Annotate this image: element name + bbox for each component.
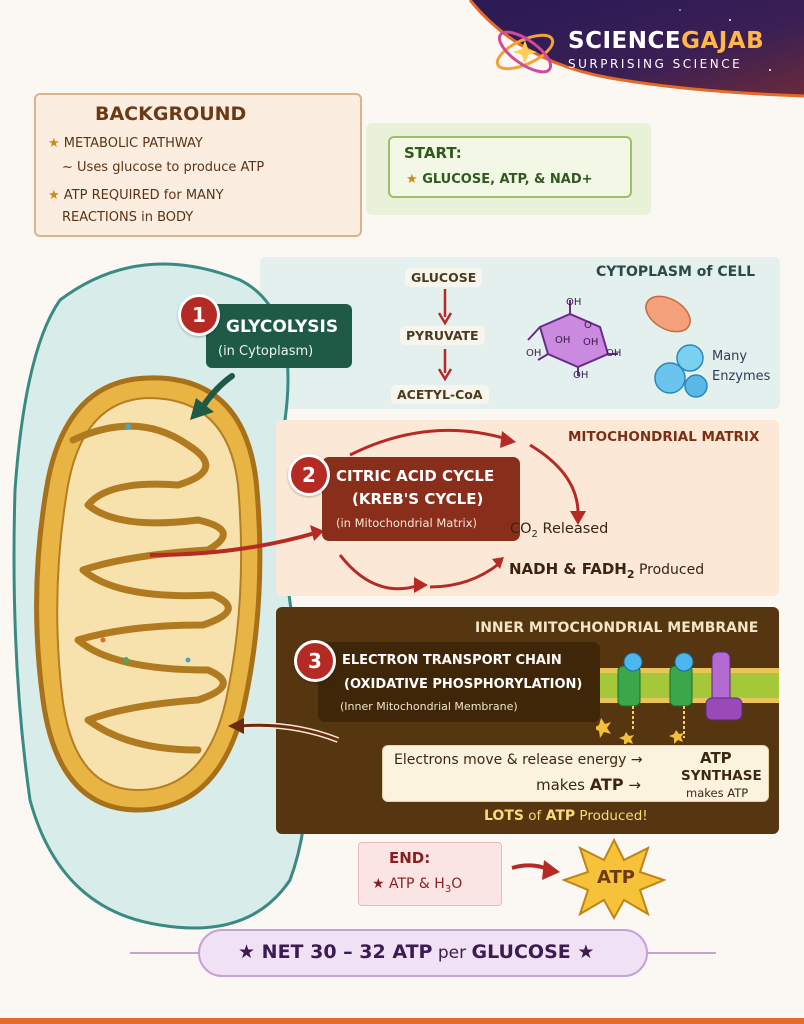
- inner-membrane-title: INNER MITOCHONDRIAL MEMBRANE: [475, 620, 759, 636]
- cytoplasm-title: CYTOPLASM of CELL: [596, 264, 756, 280]
- atp-synthase-label-3: makes ATP: [686, 786, 749, 800]
- logo-banner: [468, 0, 804, 98]
- end-box: [358, 842, 502, 906]
- flow-glucose: GLUCOSE: [405, 268, 483, 287]
- start-title: START:: [404, 144, 462, 162]
- banner-divider-left: [130, 952, 200, 954]
- arrow-to-membrane-icon: [228, 718, 340, 743]
- star-icon: ★: [48, 188, 60, 203]
- oh-label: OH: [566, 297, 582, 308]
- krebs-title-2: (KREB'S CYCLE): [352, 490, 484, 508]
- star-icon: ★: [48, 136, 60, 151]
- bottom-bar: [0, 1018, 804, 1024]
- brand-name: SCIENCEGAJAB: [568, 28, 765, 54]
- glucose-molecule-icon: [527, 300, 618, 376]
- glycolysis-box: [206, 304, 352, 368]
- enzyme-oval-icon: [645, 295, 691, 333]
- arrow-to-atp-icon: [511, 860, 560, 880]
- flow-arrows-icon: [437, 289, 453, 382]
- banner-divider-right: [646, 952, 716, 954]
- brand-tagline: SURPRISING SCIENCE: [568, 57, 743, 71]
- background-item-2: ★ ATP REQUIRED for MANY: [48, 188, 224, 203]
- atp-synthase-label: ATP: [700, 749, 732, 767]
- electron-line-1: Electrons move & release energy →: [394, 752, 643, 768]
- glycolysis-subtitle: (in Cytoplasm): [218, 344, 314, 359]
- etc-title: ELECTRON TRANSPORT CHAIN: [342, 653, 562, 668]
- krebs-cycle-arrows: [149, 428, 586, 593]
- background-panel: [34, 93, 362, 237]
- atp-star-icon: [562, 838, 666, 920]
- oh-label: OH: [573, 370, 589, 381]
- end-value: ★ ATP & H3O: [372, 876, 463, 895]
- krebs-subtitle: (in Mitochondrial Matrix): [336, 516, 478, 530]
- step-2-badge: 2: [288, 454, 330, 496]
- step-1-badge: 1: [178, 294, 220, 336]
- start-value: ★ GLUCOSE, ATP, & NAD+: [406, 172, 593, 187]
- mitochondrion: [34, 375, 263, 813]
- krebs-cycle-box: [322, 457, 520, 541]
- oh-label: OH: [606, 348, 622, 359]
- oh-label: OH: [526, 348, 542, 359]
- background-item-1: ★ METABOLIC PATHWAY: [48, 136, 203, 151]
- nadh-produced: NADH & FADH2 Produced: [509, 560, 705, 581]
- atp-star-label: ATP: [597, 867, 636, 888]
- star-icon: ★: [406, 172, 418, 187]
- oh-label: OH: [555, 335, 571, 346]
- arrow-to-mitochondrion-icon: [190, 373, 235, 420]
- matrix-title: MITOCHONDRIAL MATRIX: [568, 429, 760, 445]
- o-label: O: [584, 320, 592, 331]
- atp-synthase-label-2: SYNTHASE: [681, 768, 762, 784]
- background-item-2-cont: REACTIONS in BODY: [62, 210, 194, 225]
- star-icon: ★: [238, 941, 256, 963]
- step-3-badge: 3: [294, 640, 336, 682]
- lots-of-atp: LOTS of ATP Produced!: [484, 808, 648, 824]
- etc-box: [318, 642, 600, 722]
- start-card: [388, 136, 632, 198]
- background-item-1-sub: ~ Uses glucose to produce ATP: [62, 160, 265, 175]
- star-icon: ★: [577, 941, 595, 963]
- background-title: BACKGROUND: [95, 103, 247, 125]
- net-atp-banner: [198, 929, 648, 977]
- etc-title-2: (OXIDATIVE PHOSPHORYLATION): [344, 677, 583, 692]
- etc-subtitle: (Inner Mitochondrial Membrane): [340, 700, 518, 713]
- net-atp-text: ★ NET 30 – 32 ATP per GLUCOSE ★: [238, 941, 595, 963]
- electron-line-2: makes ATP →: [536, 775, 641, 794]
- flow-acetyl-coa: ACETYL-CoA: [391, 385, 489, 404]
- enzymes-bubbles-icon: [654, 344, 708, 398]
- electron-box: [382, 745, 769, 802]
- membrane-proteins-icon: [596, 651, 779, 744]
- flow-pyruvate: PYRUVATE: [400, 326, 485, 345]
- glycolysis-title: GLYCOLYSIS: [226, 317, 339, 337]
- co2-released: CO2 Released: [510, 521, 609, 540]
- krebs-title: CITRIC ACID CYCLE: [336, 467, 495, 485]
- oh-label: OH: [583, 337, 599, 348]
- end-title: END:: [389, 849, 431, 867]
- atom-logo-icon: [495, 30, 555, 74]
